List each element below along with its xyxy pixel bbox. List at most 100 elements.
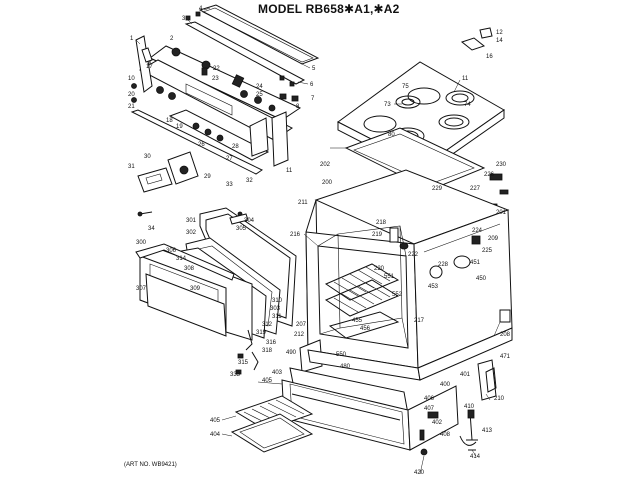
callout-label: 404 xyxy=(210,432,221,438)
callout-label: 229 xyxy=(432,186,443,192)
callout-label: 490 xyxy=(286,350,297,356)
callout-label: 8 xyxy=(296,104,300,110)
callout-label: 405 xyxy=(210,418,221,424)
callout-label: 550 xyxy=(336,352,347,358)
callout-label: 208 xyxy=(500,332,511,338)
callout-label: 12 xyxy=(496,30,503,36)
callout-label: 406 xyxy=(424,396,435,402)
callout-label: 400 xyxy=(440,382,451,388)
oven-rack xyxy=(324,279,400,317)
callout-label: 3 xyxy=(182,16,186,22)
callout-label: 307 xyxy=(136,286,147,292)
callout-label: 19 xyxy=(176,124,183,130)
callout-label: 302 xyxy=(186,230,197,236)
surface-element xyxy=(438,114,470,130)
callout-label: 453 xyxy=(428,284,439,290)
callout-label: 211 xyxy=(298,200,308,206)
surface-element xyxy=(445,90,475,106)
callout-label: 212 xyxy=(294,332,305,338)
door-hinge xyxy=(245,329,253,351)
callout-label: 227 xyxy=(470,186,481,192)
callout-label: 75 xyxy=(402,84,409,90)
callout-label: 11 xyxy=(286,168,293,174)
callout-label: 405 xyxy=(262,378,273,384)
callout-label: 218 xyxy=(376,220,387,226)
callout-label: 30 xyxy=(144,154,151,160)
end-cap xyxy=(135,35,153,93)
callout-label: 455 xyxy=(352,318,363,324)
callout-labels: 4 3 1 2 5 6 7 17 10 20 21 22 23 24 25 8 … xyxy=(128,6,511,476)
callout-label: 316 xyxy=(266,340,277,346)
oven-rack xyxy=(324,263,400,301)
callout-label: 27 xyxy=(226,156,233,162)
callout-label: 401 xyxy=(460,372,471,378)
motor-cap xyxy=(453,255,471,269)
callout-label: 225 xyxy=(482,248,493,254)
callout-label: 202 xyxy=(320,162,331,168)
callout-label: 420 xyxy=(414,470,425,476)
callout-label: 28 xyxy=(232,144,239,150)
door-handle xyxy=(135,243,235,281)
callout-label: 311 xyxy=(272,314,282,320)
block xyxy=(499,309,511,323)
callout-label: 413 xyxy=(482,428,493,434)
callout-label: 216 xyxy=(290,232,301,238)
callout-label: 26 xyxy=(198,142,205,148)
callout-label: 224 xyxy=(472,228,483,234)
callout-label: 20 xyxy=(128,92,135,98)
callout-label: 318 xyxy=(262,348,273,354)
lower-trim xyxy=(130,109,264,175)
model-title: MODEL RB658✱A1,✱A2 xyxy=(258,2,400,16)
callout-label: 5 xyxy=(312,66,316,72)
callout-label: 201 xyxy=(496,210,507,216)
callout-label: 312 xyxy=(262,322,273,328)
terminal-block xyxy=(489,173,503,181)
callout-label: 34 xyxy=(148,226,155,232)
side-plate xyxy=(271,111,289,167)
callout-label: 480 xyxy=(340,364,351,370)
callout-label: 6 xyxy=(310,82,314,88)
callout-label: 315 xyxy=(238,360,249,366)
callout-label: 306 xyxy=(166,248,177,254)
callout-label: 31 xyxy=(128,164,135,170)
callout-label: 303 xyxy=(270,306,281,312)
bracket xyxy=(460,37,486,51)
callout-label: 16 xyxy=(486,54,493,60)
callout-label: 333 xyxy=(230,372,241,378)
callout-label: 14 xyxy=(496,38,503,44)
callout-label: 220 xyxy=(374,266,385,272)
callout-label: 32 xyxy=(246,178,253,184)
small-panel xyxy=(137,167,173,193)
callout-label: 207 xyxy=(296,322,307,328)
callout-label: 25 xyxy=(256,92,263,98)
callout-label: 309 xyxy=(190,286,201,292)
callout-label: 407 xyxy=(424,406,435,412)
callout-label: 414 xyxy=(470,454,481,460)
callout-label: 314 xyxy=(176,256,187,262)
bake-element xyxy=(328,311,400,339)
oven-light xyxy=(389,227,399,243)
callout-label: 2 xyxy=(170,36,174,42)
callout-label: 22 xyxy=(213,66,220,72)
callout-label: 7 xyxy=(311,96,315,102)
broiler-pan xyxy=(230,413,314,453)
callout-label: 402 xyxy=(432,420,443,426)
callout-label: 17 xyxy=(146,64,153,70)
callout-label: 217 xyxy=(414,318,425,324)
control-panel-assembly xyxy=(130,4,493,217)
control-panel-face xyxy=(138,59,293,141)
callout-label: 80 xyxy=(388,132,395,138)
callout-label: 552 xyxy=(392,292,403,298)
callout-label: 33 xyxy=(226,182,233,188)
callout-label: 23 xyxy=(212,76,219,82)
callout-label: 226 xyxy=(484,172,495,178)
callout-label: 228 xyxy=(438,262,449,268)
callout-label: 222 xyxy=(408,252,419,258)
callout-label: 29 xyxy=(204,174,211,180)
callout-label: 410 xyxy=(464,404,475,410)
callout-label: 551 xyxy=(384,274,395,280)
burner-opening xyxy=(363,115,397,133)
callout-label: 471 xyxy=(500,354,511,360)
callout-label: 301 xyxy=(186,218,197,224)
